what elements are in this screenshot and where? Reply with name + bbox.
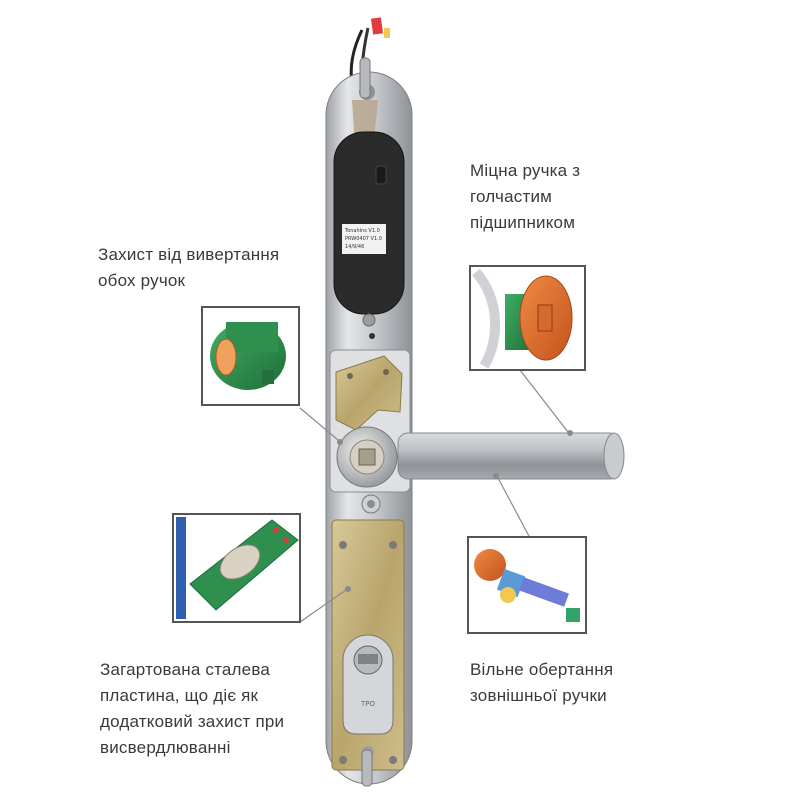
plate-line-2: пластина, що діє як bbox=[100, 686, 259, 705]
callout-lines bbox=[299, 369, 569, 623]
anti-unscrew-line-1: Захист від вивертання bbox=[98, 245, 280, 264]
rotation-line-2: зовнішньої ручки bbox=[470, 686, 607, 705]
free-rotation-caption: Вільне обертання зовнішньої ручки bbox=[470, 657, 613, 709]
electronic-module bbox=[333, 131, 405, 315]
plate-line-3: додатковий захист при bbox=[100, 712, 285, 731]
anti-unscrew-caption: Захист від вивертання обох ручок bbox=[98, 242, 279, 294]
bearing-line-3: підшипником bbox=[470, 213, 576, 232]
module-label-line-1: Tonahlns V1.0 bbox=[344, 228, 380, 234]
module-label-line-3: 14/9/46 bbox=[345, 244, 364, 250]
inset-needle-bearing bbox=[469, 265, 586, 371]
cylinder-mark: TPO bbox=[360, 700, 375, 708]
bearing-line-1: Міцна ручка з bbox=[470, 161, 581, 180]
plate-line-4: висвердлюванні bbox=[100, 738, 231, 757]
inset-free-rotation bbox=[467, 536, 587, 634]
module-label-line-2: PRW0407 V1.0 bbox=[345, 236, 382, 242]
anti-unscrew-line-2: обох ручок bbox=[98, 271, 186, 290]
bearing-line-2: голчастим bbox=[470, 187, 553, 206]
lever-handle bbox=[397, 432, 625, 480]
rotation-line-1: Вільне обертання bbox=[470, 660, 614, 679]
inset-steel-plate bbox=[172, 513, 301, 623]
plate-line-1: Загартована сталева bbox=[100, 660, 271, 679]
bearing-handle-caption: Міцна ручка з голчастим підшипником bbox=[470, 158, 580, 236]
hardened-plate-caption: Загартована сталева пластина, що діє як … bbox=[100, 657, 300, 761]
cylinder-cutout: TPO bbox=[342, 634, 394, 735]
inset-anti-unscrew bbox=[201, 306, 300, 406]
